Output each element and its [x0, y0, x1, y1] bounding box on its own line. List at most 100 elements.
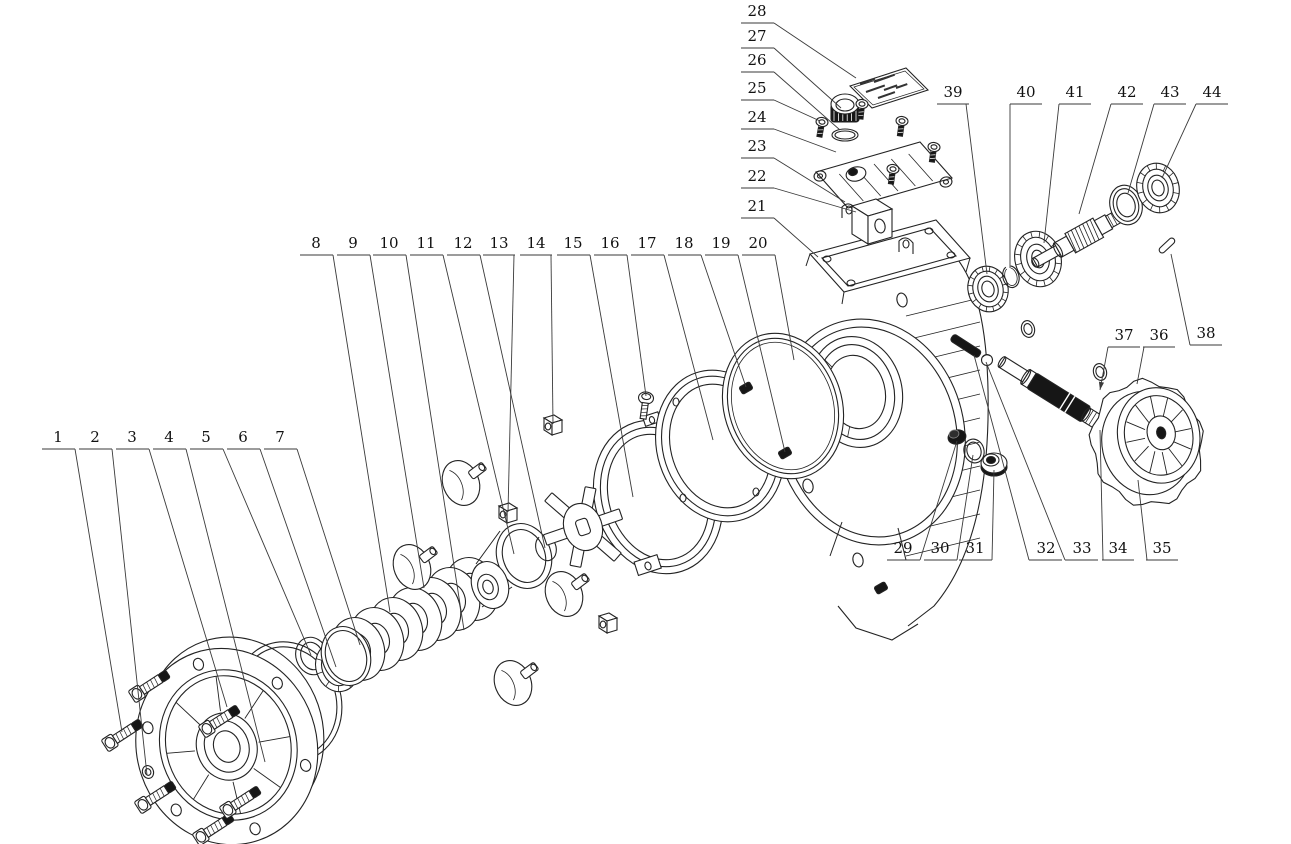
- ring-lug: [633, 553, 662, 577]
- callout-number-42: 42: [1117, 83, 1136, 101]
- callout-18: 18: [668, 234, 747, 388]
- part-bolt-1: [219, 786, 262, 819]
- callout-34: 34: [1099, 429, 1134, 561]
- callout-11: 11: [410, 234, 515, 555]
- part-u-clip: [898, 237, 914, 254]
- part-piston: [544, 571, 590, 617]
- callout-number-36: 36: [1149, 326, 1168, 344]
- part-key-38: [1158, 237, 1176, 254]
- part-oring-30: [963, 438, 985, 464]
- callout-number-26: 26: [747, 51, 766, 69]
- callout-5: 5: [190, 428, 312, 656]
- callout-number-21: 21: [747, 197, 766, 215]
- callout-number-20: 20: [748, 234, 767, 252]
- callout-9: 9: [337, 234, 425, 589]
- callout-24: 24: [741, 108, 837, 153]
- part-plug-31: [980, 452, 1008, 477]
- ring-plug-19: [738, 381, 754, 395]
- callout-number-24: 24: [747, 108, 766, 126]
- callout-17: 17: [631, 234, 714, 441]
- callout-number-17: 17: [637, 234, 656, 252]
- callout-37: 37: [1098, 326, 1140, 391]
- callout-25: 25: [741, 79, 821, 122]
- part-screw: [855, 98, 869, 120]
- callout-number-15: 15: [563, 234, 582, 252]
- callout-27: 27: [741, 27, 842, 109]
- part-fan-35: [1088, 377, 1204, 506]
- callout-number-23: 23: [747, 137, 766, 155]
- part-piston: [441, 460, 487, 506]
- callout-number-44: 44: [1202, 83, 1221, 101]
- callout-number-41: 41: [1065, 83, 1084, 101]
- callout-21: 21: [741, 197, 819, 258]
- callout-38: 38: [1170, 253, 1222, 346]
- callout-16: 16: [594, 234, 647, 397]
- part-bolt-1: [101, 719, 144, 752]
- callout-number-22: 22: [747, 167, 766, 185]
- part-bearing-44: [1136, 162, 1180, 214]
- part-screw: [895, 115, 909, 137]
- callout-number-5: 5: [201, 428, 211, 446]
- callout-22: 22: [741, 167, 857, 213]
- callout-4: 4: [153, 428, 266, 763]
- callout-number-7: 7: [275, 428, 285, 446]
- part-thin-ring-18: [721, 332, 845, 480]
- callout-number-29: 29: [893, 539, 912, 557]
- part-terminal-assembly: [813, 67, 953, 254]
- callout-number-33: 33: [1072, 539, 1091, 557]
- callout-number-30: 30: [930, 539, 949, 557]
- part-bracket-block: [850, 198, 894, 245]
- part-screw-16: [637, 391, 655, 420]
- callout-number-8: 8: [311, 234, 321, 252]
- housing-plug: [873, 581, 889, 595]
- callout-number-31: 31: [965, 539, 984, 557]
- callout-32: 32: [973, 354, 1062, 561]
- callout-number-9: 9: [348, 234, 358, 252]
- part-bolt-1: [198, 705, 241, 738]
- callout-number-1: 1: [53, 428, 63, 446]
- callout-8: 8: [300, 234, 391, 613]
- part-piston: [493, 660, 539, 706]
- part-piston: [392, 544, 438, 590]
- callout-28: 28: [741, 2, 857, 79]
- ring-plug-19: [777, 446, 793, 460]
- callout-number-35: 35: [1152, 539, 1171, 557]
- callout-number-40: 40: [1016, 83, 1035, 101]
- callout-number-10: 10: [379, 234, 398, 252]
- part-nut-29: [947, 429, 967, 445]
- callout-44: 44: [1161, 83, 1228, 179]
- callout-number-32: 32: [1036, 539, 1055, 557]
- callout-number-11: 11: [416, 234, 435, 252]
- callout-number-2: 2: [90, 428, 100, 446]
- callout-number-4: 4: [164, 428, 174, 446]
- callout-1: 1: [42, 428, 123, 733]
- callout-30: 30: [924, 454, 974, 561]
- part-ball-33: [980, 353, 994, 367]
- part-hub-11: [470, 523, 553, 609]
- part-screw: [927, 141, 941, 163]
- callout-10: 10: [373, 234, 465, 631]
- part-screw: [886, 163, 900, 185]
- part-pin-32: [950, 334, 982, 358]
- part-washer-37: [1092, 363, 1108, 381]
- callout-number-28: 28: [747, 2, 766, 20]
- callout-number-19: 19: [711, 234, 730, 252]
- callout-number-18: 18: [674, 234, 693, 252]
- part-bearing-39: [967, 265, 1009, 313]
- callout-36: 36: [1136, 326, 1175, 385]
- callout-number-37: 37: [1114, 326, 1133, 344]
- callout-number-38: 38: [1196, 324, 1215, 342]
- callout-35: 35: [1137, 479, 1178, 561]
- callout-43: 43: [1127, 83, 1186, 194]
- part-cap: [830, 93, 860, 123]
- callout-33: 33: [985, 361, 1098, 561]
- part-bolt-1: [134, 781, 177, 814]
- callout-26: 26: [741, 51, 841, 131]
- callout-number-25: 25: [747, 79, 766, 97]
- callout-15: 15: [557, 234, 634, 498]
- part-seal-43: [1109, 184, 1143, 226]
- part-bolt-1: [128, 670, 171, 703]
